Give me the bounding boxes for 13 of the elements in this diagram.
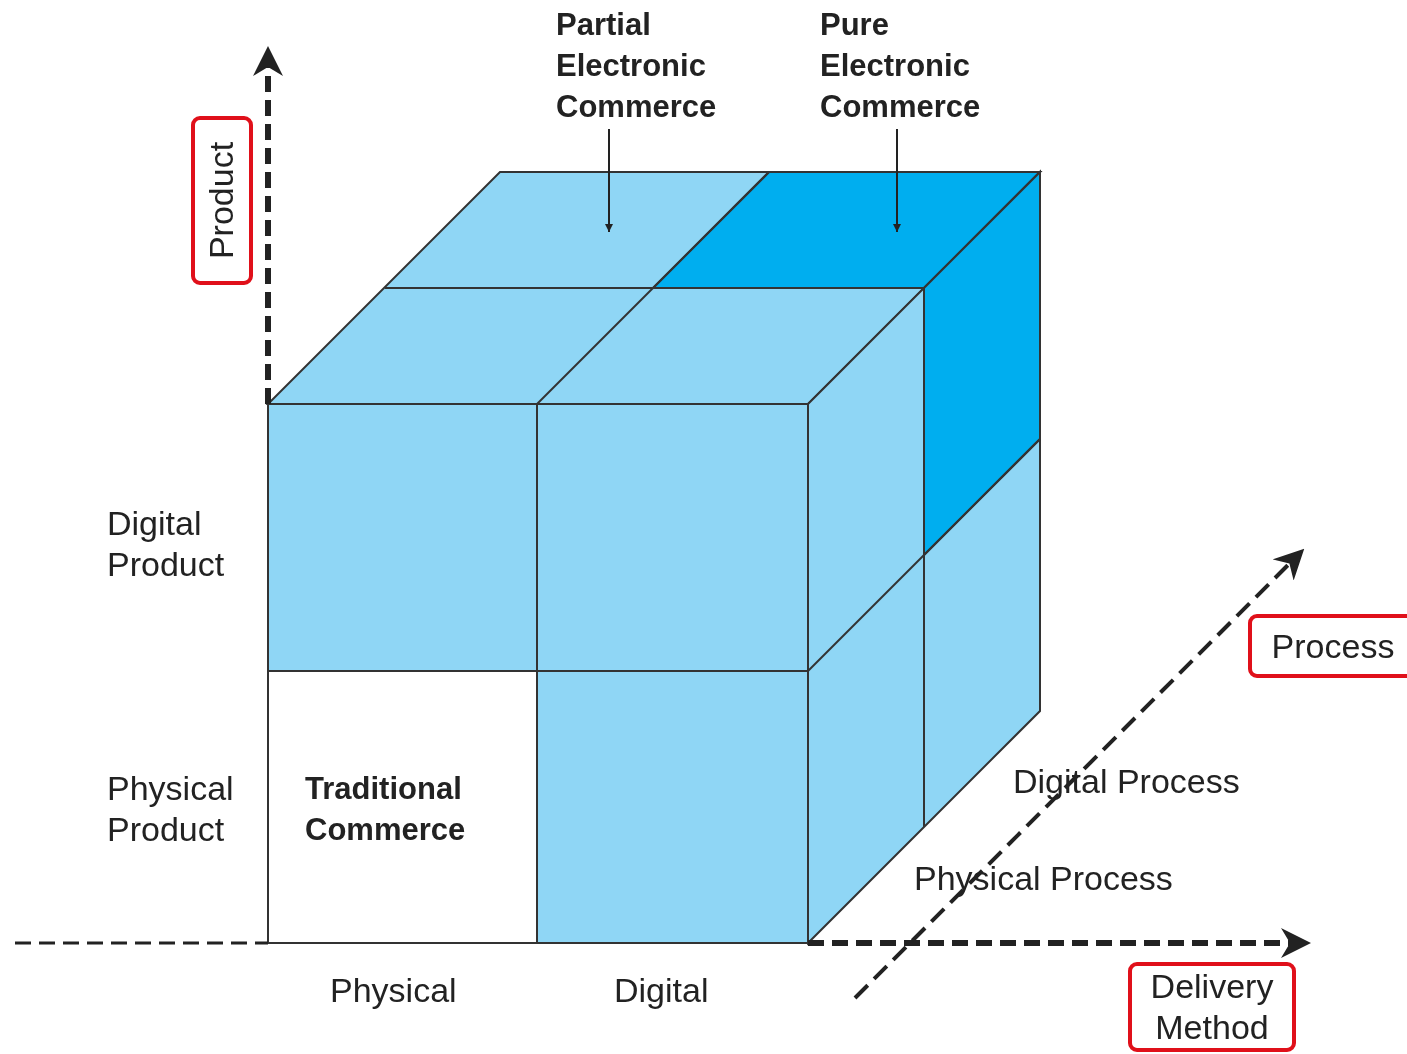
callout-text: Pure Electronic Commerce [820,4,1030,127]
axis-label: Delivery Method [1128,962,1296,1052]
leader-arrow [605,128,613,233]
column-label: Physical [330,970,458,1011]
depth-label: Physical Process [914,858,1174,899]
axis-label: Process [1248,614,1407,678]
axis-label: Product [191,116,253,285]
row-label: Digital Product [107,503,226,585]
row-label: Physical Product [107,768,235,850]
callout-text: Partial Electronic Commerce [556,4,766,127]
column-label: Digital [614,970,710,1011]
leader-arrow [893,128,901,233]
cell-label: Traditional Commerce [305,770,467,849]
